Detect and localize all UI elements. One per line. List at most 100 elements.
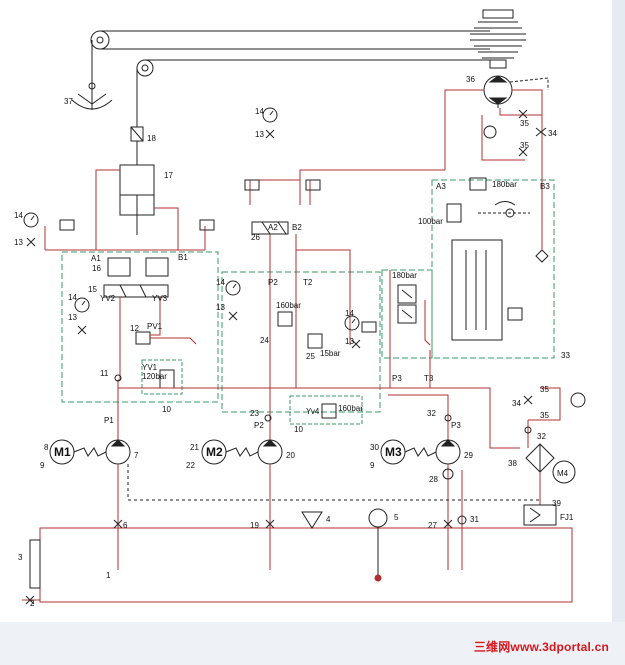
- label-39: 39: [552, 499, 561, 508]
- label-100bar: 100bar: [418, 217, 443, 226]
- label-30: 30: [370, 443, 379, 452]
- label-31: 31: [470, 515, 479, 524]
- label-A3: A3: [436, 182, 446, 191]
- label-Yv4: Yv4: [306, 407, 320, 416]
- label-36: 36: [466, 75, 475, 84]
- label-P1: P1: [104, 416, 114, 425]
- winch-drum: [470, 9, 526, 69]
- label-19: 19: [250, 521, 259, 530]
- label-23: 23: [250, 409, 259, 418]
- label-13a: 13: [14, 238, 23, 247]
- label-10a: 10: [162, 405, 171, 414]
- label-25: 25: [306, 352, 315, 361]
- label-27: 27: [428, 521, 437, 530]
- drawing-canvas: 37 18 17 36 35 34 35 14 13 14 13 14 13 1…: [0, 0, 612, 622]
- label-28: 28: [429, 475, 438, 484]
- label-17: 17: [164, 171, 173, 180]
- label-2: 2: [30, 599, 35, 608]
- label-FJ1: FJ1: [560, 513, 574, 522]
- label-14e: 14: [345, 309, 354, 318]
- label-P3b: P3: [451, 421, 461, 430]
- label-YV1: YV1: [142, 363, 158, 372]
- label-9b: 9: [370, 461, 375, 470]
- label-18: 18: [147, 134, 156, 143]
- valve-block-180bar: [381, 269, 433, 359]
- label-24: 24: [260, 336, 269, 345]
- pulley-right: [136, 59, 154, 77]
- label-13b: 13: [255, 130, 264, 139]
- label-22: 22: [186, 461, 195, 470]
- label-160bar-b: 160bar: [338, 404, 363, 413]
- label-10b: 10: [294, 425, 303, 434]
- label-PV1: PV1: [147, 322, 163, 331]
- filter-39: [523, 504, 557, 526]
- label-35b: 35: [520, 141, 529, 150]
- label-32a: 32: [427, 409, 436, 418]
- label-P3: P3: [392, 374, 402, 383]
- label-32b: 32: [537, 432, 546, 441]
- label-34b: 34: [512, 399, 521, 408]
- label-T2: T2: [303, 278, 313, 287]
- hydraulic-circuit-diagram: 37 18 17 36 35 34 35 14 13 14 13 14 13 1…: [14, 9, 586, 608]
- label-YV3: YV3: [152, 294, 168, 303]
- label-9a: 9: [40, 461, 45, 470]
- label-T3: T3: [424, 374, 434, 383]
- label-33: 33: [561, 351, 570, 360]
- label-A1: A1: [91, 254, 101, 263]
- label-180bar-b: 180bar: [492, 180, 517, 189]
- label-11: 11: [100, 369, 109, 378]
- label-M2: M2: [206, 445, 223, 459]
- label-1: 1: [106, 571, 111, 580]
- label-35a: 35: [520, 119, 529, 128]
- electric-motor-m4: [552, 460, 576, 484]
- label-3: 3: [18, 553, 23, 562]
- label-7: 7: [134, 451, 139, 460]
- label-35c: 35: [540, 385, 549, 394]
- label-14c: 14: [216, 278, 225, 287]
- label-A2: A2: [268, 223, 278, 232]
- watermark-text: 三维网www.3dportal.cn: [473, 640, 609, 654]
- label-180bar-a: 180bar: [392, 271, 417, 280]
- label-21: 21: [190, 443, 199, 452]
- label-13c: 13: [216, 303, 225, 312]
- window-edge: [612, 0, 625, 622]
- label-160bar-a: 160bar: [276, 301, 301, 310]
- valve-block-mid: [221, 271, 381, 413]
- label-YV2: YV2: [100, 294, 116, 303]
- hydraulic-cylinder: [119, 126, 155, 235]
- label-6: 6: [123, 521, 128, 530]
- label-13e: 13: [345, 337, 354, 346]
- motor-gauge-top: [483, 125, 497, 139]
- label-5: 5: [394, 513, 399, 522]
- label-P2b: P2: [254, 421, 264, 430]
- label-4: 4: [326, 515, 331, 524]
- label-20: 20: [286, 451, 295, 460]
- anchor-hook: [71, 82, 113, 110]
- label-120bar: 120bar: [142, 372, 167, 381]
- label-26: 26: [251, 233, 260, 242]
- valve-block-33: [431, 179, 555, 359]
- label-12: 12: [130, 324, 139, 333]
- label-37: 37: [64, 97, 73, 106]
- label-13d: 13: [68, 313, 77, 322]
- label-B3: B3: [540, 182, 550, 191]
- label-P2: P2: [268, 278, 278, 287]
- label-M4: M4: [557, 469, 569, 478]
- label-38: 38: [508, 459, 517, 468]
- pulley-left: [90, 30, 110, 50]
- label-35d: 35: [540, 411, 549, 420]
- oil-tank: [39, 527, 573, 603]
- label-14a: 14: [14, 211, 23, 220]
- label-34a: 34: [548, 129, 557, 138]
- label-B1: B1: [178, 253, 188, 262]
- label-14d: 14: [68, 293, 77, 302]
- label-14b: 14: [255, 107, 264, 116]
- label-8: 8: [44, 443, 49, 452]
- label-B2: B2: [292, 223, 302, 232]
- label-M3: M3: [385, 445, 402, 459]
- label-16: 16: [92, 264, 101, 273]
- valve-block-10: [61, 251, 219, 403]
- label-29: 29: [464, 451, 473, 460]
- sight-glass: [29, 539, 41, 589]
